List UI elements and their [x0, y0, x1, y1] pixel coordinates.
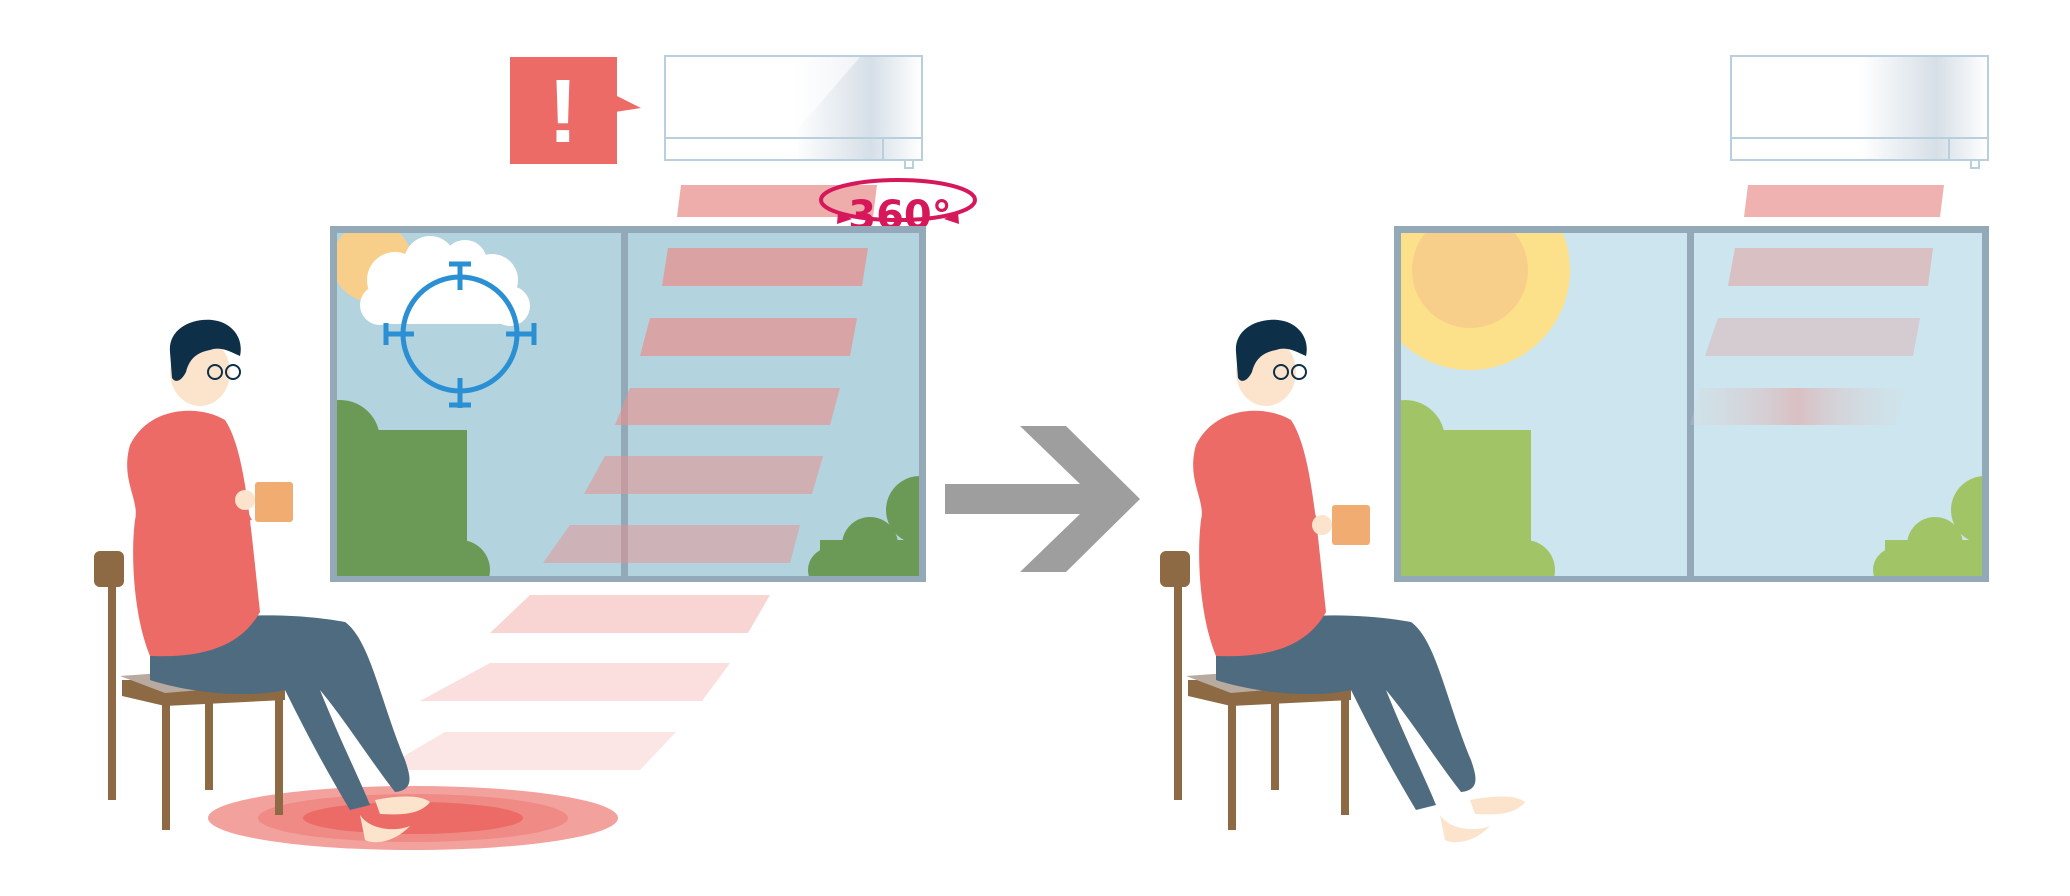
- left-panel: ! 360°: [94, 55, 977, 850]
- airflow-band-right: [1744, 185, 1944, 217]
- person-icon: [127, 319, 430, 843]
- bush-left-right: [1401, 400, 1555, 576]
- bush-right-right: [1873, 476, 1982, 576]
- alert-icon: !: [510, 57, 641, 164]
- air-conditioner-icon: [664, 55, 923, 169]
- mug-icon-right: [1332, 505, 1370, 545]
- floor-heat-spot: [208, 786, 618, 850]
- sensor-target-icon: [383, 261, 537, 408]
- airflow-stream-right: [1690, 248, 1933, 425]
- window-right: [1394, 226, 1989, 582]
- person-icon-right: [1193, 319, 1525, 843]
- mug-icon: [255, 482, 293, 522]
- bush-left: [337, 400, 490, 576]
- airflow-band: [677, 185, 877, 217]
- air-conditioner-icon-right: [1730, 55, 1989, 169]
- alert-label: !: [548, 62, 578, 162]
- bush-right: [808, 476, 919, 576]
- right-arrow-icon: [945, 426, 1140, 572]
- airflow-stream: [380, 248, 868, 770]
- sun-icon-right: [1401, 233, 1570, 370]
- right-panel: [1160, 55, 1989, 843]
